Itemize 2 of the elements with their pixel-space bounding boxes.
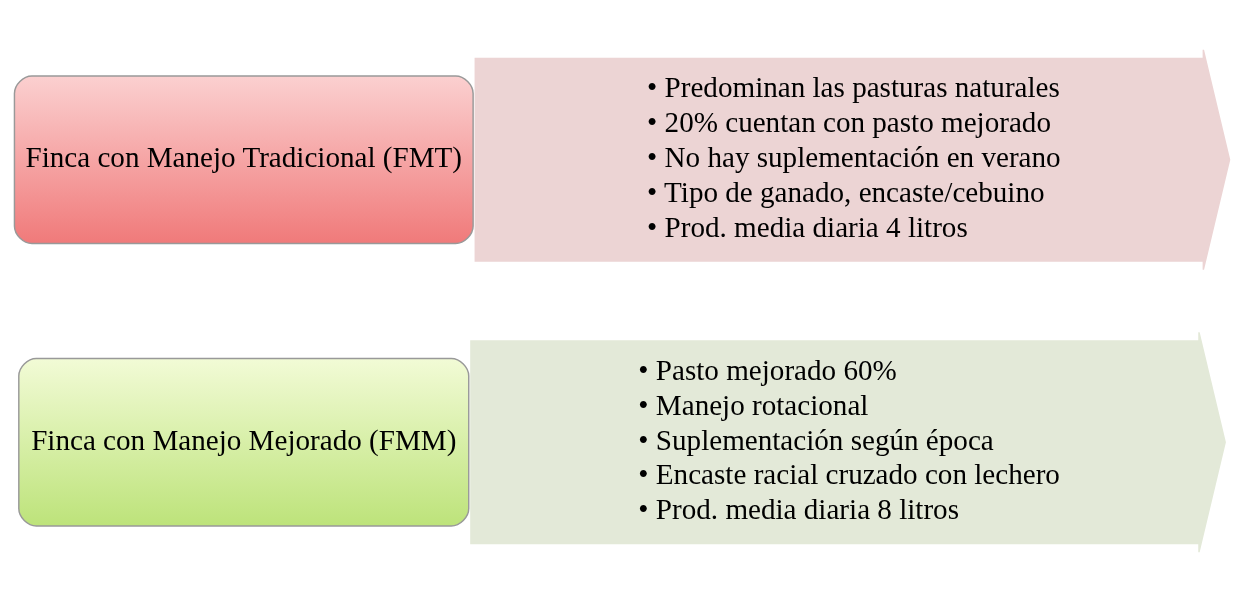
node-box: Finca con Manejo Mejorado (FMM)	[18, 357, 470, 527]
node-box: Finca con Manejo Tradicional (FMT)	[13, 75, 474, 245]
